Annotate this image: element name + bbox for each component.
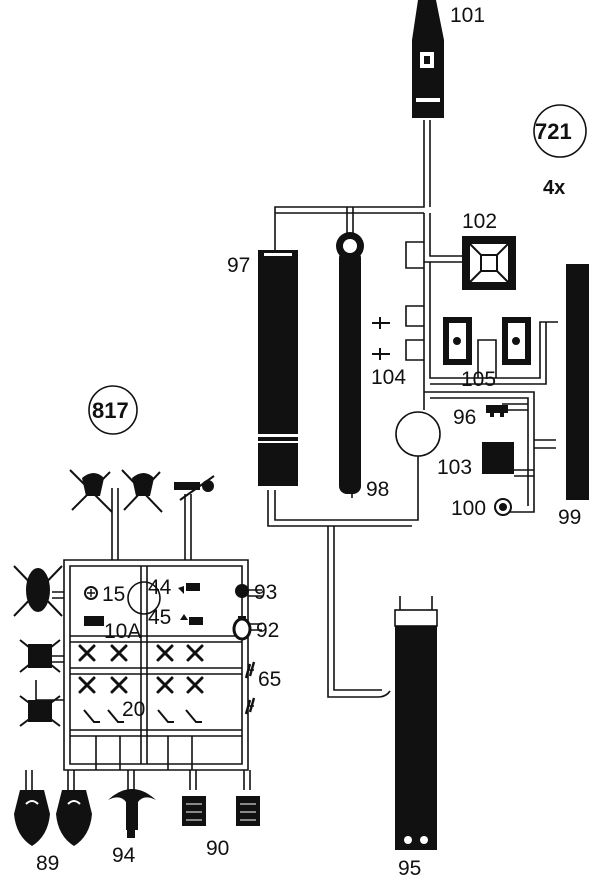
hook-parts-row (83, 709, 202, 723)
part-90 (182, 796, 260, 826)
label-93: 93 (254, 581, 277, 604)
label-97: 97 (227, 254, 250, 277)
crossed-part-3 (174, 475, 215, 501)
part-89 (14, 790, 92, 846)
label-45: 45 (148, 606, 171, 629)
part-94 (108, 789, 156, 838)
label-94: 94 (112, 844, 136, 867)
part-102 (462, 236, 516, 290)
label-89: 89 (36, 852, 59, 875)
label-96: 96 (453, 406, 476, 429)
part-103 (482, 442, 514, 474)
part-97 (258, 250, 298, 486)
part-100 (494, 498, 512, 516)
label-65: 65 (258, 668, 281, 691)
part-15 (84, 586, 98, 600)
label-103: 103 (437, 456, 472, 479)
crossed-part-1 (69, 469, 113, 513)
sheet-badge-721: 721 (533, 104, 587, 158)
label-105: 105 (461, 368, 496, 391)
label-98: 98 (366, 478, 389, 501)
sheet-721-multiplier: 4x (543, 177, 565, 199)
part-45 (180, 614, 203, 625)
part-96 (486, 405, 508, 417)
part-105 (443, 317, 531, 365)
label-102: 102 (462, 210, 497, 233)
label-92: 92 (256, 619, 279, 642)
sheet-817-number: 817 (92, 398, 129, 423)
part-98 (336, 232, 364, 494)
crossed-part-2 (121, 469, 163, 513)
label-44: 44 (148, 576, 172, 599)
sheet-badge-817: 817 (88, 385, 138, 435)
part-93 (235, 584, 249, 598)
part-44 (178, 583, 200, 594)
crossed-part-left-3 (19, 695, 61, 727)
part-104 (372, 317, 390, 360)
sprue-721-runners (267, 120, 558, 698)
sprue-817-runners (25, 488, 262, 790)
sheet-721-number: 721 (535, 119, 572, 144)
label-101: 101 (450, 4, 485, 27)
label-95: 95 (398, 857, 421, 877)
part-99 (566, 264, 589, 500)
part-101 (412, 0, 444, 118)
crossed-out-parts-top (69, 469, 215, 513)
label-15: 15 (102, 583, 125, 606)
part-92 (232, 616, 252, 641)
label-104: 104 (371, 366, 406, 389)
crossed-part-left-1 (13, 565, 63, 617)
label-10a: 10A (104, 620, 141, 643)
label-90: 90 (206, 837, 229, 860)
label-99: 99 (558, 506, 581, 529)
label-20: 20 (122, 698, 145, 721)
clip-parts-row-1 (78, 644, 204, 662)
part-20 (78, 676, 204, 694)
part-95 (394, 596, 438, 850)
part-10a (84, 616, 104, 626)
crossed-out-parts-left (13, 565, 63, 727)
part-65 (244, 661, 256, 715)
label-100: 100 (451, 497, 486, 520)
crossed-part-left-2 (19, 639, 61, 673)
